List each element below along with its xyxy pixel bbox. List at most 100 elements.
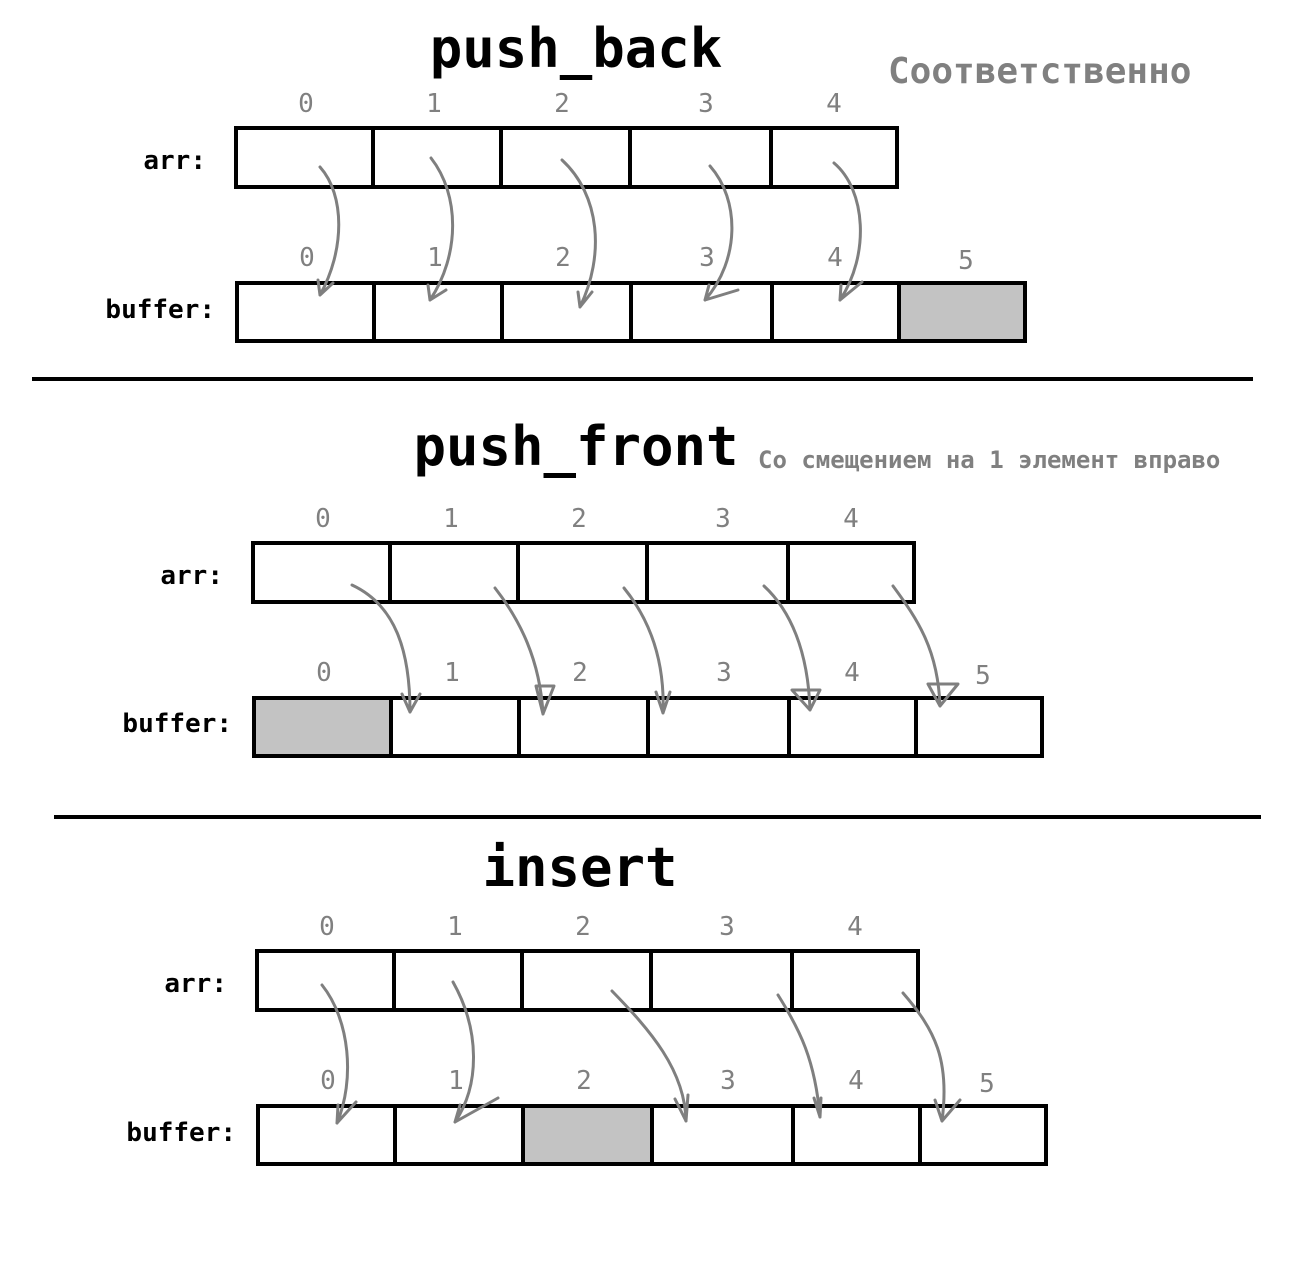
arr-index: 1 [447, 912, 463, 942]
arr-index: 3 [715, 504, 731, 534]
copy-arrow [320, 983, 358, 1125]
buffer-label: buffer: [122, 709, 232, 739]
copy-arrow [703, 164, 740, 302]
buffer-index: 1 [444, 658, 460, 688]
buffer-index: 1 [427, 243, 443, 273]
buffer-index: 1 [448, 1066, 464, 1096]
section-title: push_front [413, 415, 738, 478]
buffer-index: 3 [716, 658, 732, 688]
copy-arrows [316, 156, 864, 309]
buffer-cell-2 [500, 281, 633, 343]
arr-cell-4 [790, 949, 920, 1012]
arr-index: 4 [826, 89, 842, 119]
arr-index: 0 [315, 504, 331, 534]
arr-cell-1 [392, 949, 524, 1012]
buffer-index: 0 [320, 1066, 336, 1096]
buffer-index: 5 [979, 1069, 995, 1099]
arr-cell-0 [234, 126, 375, 189]
buffer-index: 0 [299, 243, 315, 273]
arr-label: arr: [164, 969, 227, 999]
copy-arrow [426, 156, 455, 302]
arr-cell-3 [645, 541, 790, 604]
copy-arrow [762, 584, 822, 712]
copy-arrow [451, 980, 500, 1124]
arr-index: 4 [843, 504, 859, 534]
buffer-cell-1 [372, 281, 504, 343]
arr-cell-0 [255, 949, 396, 1012]
copy-arrow [316, 165, 341, 297]
copy-arrow [493, 586, 556, 716]
buffer-cell-5 [897, 281, 1027, 343]
buffer-label: buffer: [126, 1118, 236, 1148]
section-insert: insert arr: buffer: 0 1 2 3 4 0 1 2 3 [126, 836, 1048, 1166]
buffer-cell-1 [389, 696, 521, 758]
arr-index: 1 [443, 504, 459, 534]
buffer-index: 3 [720, 1066, 736, 1096]
buffer-index: 4 [844, 658, 860, 688]
arr-index: 3 [719, 912, 735, 942]
arr-row: 0 1 2 3 4 [255, 912, 920, 1012]
copy-arrow [832, 161, 864, 302]
arr-index: 2 [571, 504, 587, 534]
buffer-index: 0 [316, 658, 332, 688]
arr-row: 0 1 2 3 4 [234, 89, 899, 189]
buffer-cell-0 [235, 281, 376, 343]
buffer-row: 0 1 2 3 4 5 [256, 1066, 1048, 1166]
copy-arrows [350, 583, 960, 716]
arr-cell-3 [628, 126, 773, 189]
buffer-cell-2 [517, 696, 650, 758]
arr-label: arr: [143, 146, 206, 176]
buffer-cell-4 [791, 1104, 922, 1166]
copy-arrow [891, 584, 960, 708]
buffer-cell-4 [770, 281, 901, 343]
arr-index: 2 [575, 912, 591, 942]
buffer-index: 2 [576, 1066, 592, 1096]
arr-cell-0 [251, 541, 392, 604]
section-title: insert [482, 836, 677, 899]
copy-arrow [350, 583, 422, 714]
copy-arrows [320, 980, 962, 1125]
buffer-cell-3 [629, 281, 774, 343]
arr-label: arr: [160, 561, 223, 591]
section-note: Соответственно [888, 51, 1191, 92]
arr-index: 3 [698, 89, 714, 119]
arr-cell-1 [371, 126, 503, 189]
copy-arrow [610, 989, 690, 1123]
buffer-index: 4 [848, 1066, 864, 1096]
arr-cell-2 [520, 949, 653, 1012]
arr-cell-4 [769, 126, 899, 189]
buffer-row: 0 1 2 3 4 5 [235, 243, 1027, 343]
section-push-front: push_front Со смещением на 1 элемент впр… [122, 415, 1220, 758]
buffer-row: 0 1 2 3 4 5 [252, 658, 1044, 758]
buffer-cell-0 [256, 1104, 397, 1166]
copy-arrow [622, 586, 672, 715]
buffer-cell-0 [252, 696, 393, 758]
section-title: push_back [430, 17, 723, 80]
buffer-index: 4 [827, 243, 843, 273]
buffer-cell-5 [914, 696, 1044, 758]
arr-cell-2 [499, 126, 632, 189]
section-push-back: push_back Соответственно arr: buffer: 0 … [105, 17, 1191, 343]
buffer-index: 2 [572, 658, 588, 688]
arr-index: 1 [426, 89, 442, 119]
buffer-cell-3 [646, 696, 791, 758]
arr-cell-3 [649, 949, 794, 1012]
copy-arrow [776, 993, 823, 1119]
arr-index: 4 [847, 912, 863, 942]
arr-index: 2 [554, 89, 570, 119]
section-note: Со смещением на 1 элемент вправо [758, 446, 1220, 474]
arr-index: 0 [298, 89, 314, 119]
buffer-cell-3 [650, 1104, 795, 1166]
arr-row: 0 1 2 3 4 [251, 504, 916, 604]
buffer-index: 5 [958, 246, 974, 276]
arr-cell-4 [786, 541, 916, 604]
arr-index: 0 [319, 912, 335, 942]
buffer-cell-2 [521, 1104, 654, 1166]
buffer-label: buffer: [105, 295, 215, 325]
buffer-index: 2 [555, 243, 571, 273]
buffer-index: 3 [699, 243, 715, 273]
buffer-index: 5 [975, 661, 991, 691]
copy-arrow [560, 158, 597, 309]
copy-arrow [901, 991, 962, 1123]
